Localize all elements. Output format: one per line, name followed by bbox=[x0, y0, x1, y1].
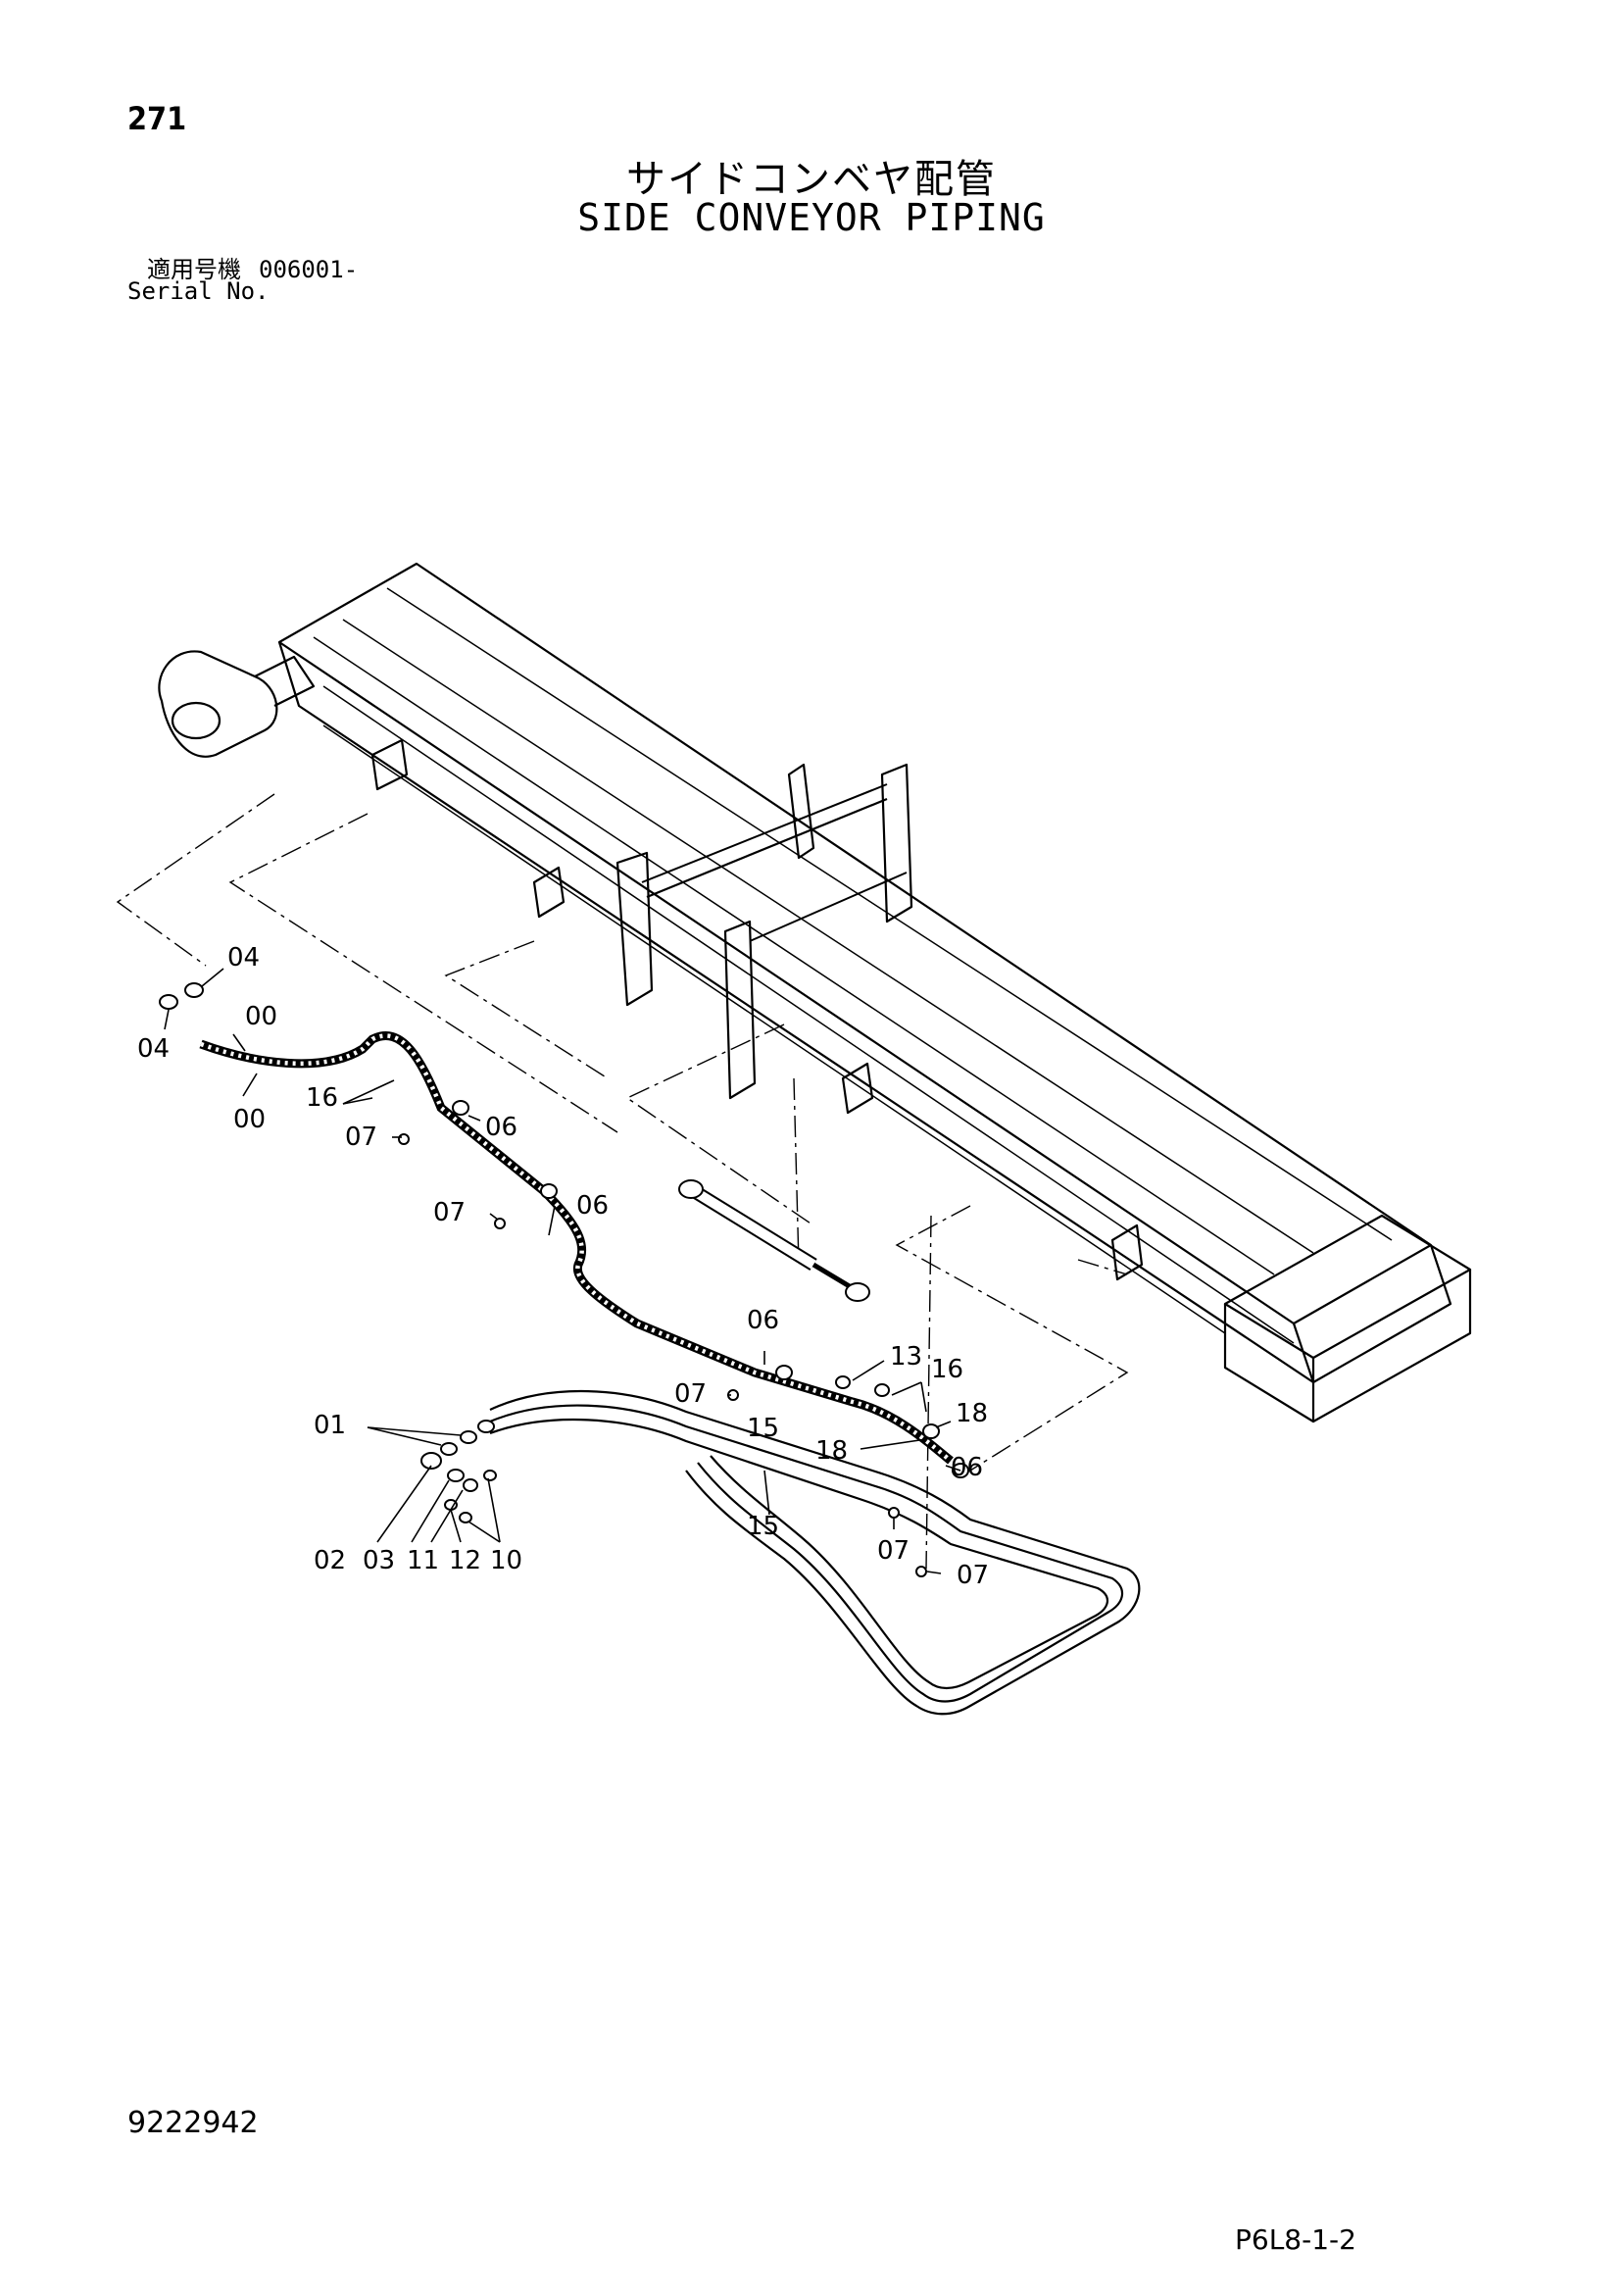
callout-06: 06 bbox=[951, 1453, 983, 1482]
callout-00: 00 bbox=[233, 1105, 266, 1134]
callout-11: 11 bbox=[407, 1546, 439, 1575]
callout-16: 16 bbox=[931, 1355, 963, 1384]
callout-07: 07 bbox=[877, 1536, 910, 1566]
callout-07: 07 bbox=[345, 1123, 377, 1152]
callout-16: 16 bbox=[306, 1083, 338, 1113]
callout-03: 03 bbox=[363, 1546, 395, 1575]
page-number: 271 bbox=[127, 100, 187, 137]
callout-18: 18 bbox=[815, 1436, 848, 1466]
callout-13: 13 bbox=[890, 1342, 922, 1372]
fittings bbox=[159, 982, 969, 1577]
callout-04: 04 bbox=[137, 1034, 170, 1064]
leader-lines bbox=[164, 968, 961, 1574]
callout-12: 12 bbox=[449, 1546, 481, 1575]
callout-06: 06 bbox=[485, 1113, 517, 1142]
serial-line-japanese: 適用号機 006001- bbox=[147, 250, 358, 284]
callout-06: 06 bbox=[747, 1306, 779, 1335]
title-japanese: サイドコンベヤ配管 bbox=[626, 157, 997, 202]
title-english: SIDE CONVEYOR PIPING bbox=[577, 196, 1046, 239]
serial-label-japanese: 適用号機 bbox=[147, 256, 241, 283]
callout-02: 02 bbox=[314, 1546, 346, 1575]
serial-label-english: Serial No. bbox=[127, 277, 270, 305]
page-code: P6L8-1-2 bbox=[1235, 2223, 1356, 2256]
callout-01: 01 bbox=[314, 1411, 346, 1440]
serial-value: 006001- bbox=[259, 256, 359, 283]
document-number: 9222942 bbox=[127, 2106, 259, 2140]
callout-10: 10 bbox=[490, 1546, 522, 1575]
callout-15: 15 bbox=[747, 1512, 779, 1541]
hose-assembly bbox=[199, 1031, 1141, 1716]
callout-07: 07 bbox=[433, 1198, 466, 1227]
callout-15: 15 bbox=[747, 1414, 779, 1443]
callout-04: 04 bbox=[227, 943, 260, 973]
callout-labels: 04 04 00 00 16 06 07 07 06 06 07 13 16 0… bbox=[137, 943, 989, 1590]
callout-06: 06 bbox=[576, 1191, 609, 1221]
callout-07: 07 bbox=[957, 1561, 989, 1590]
callout-18: 18 bbox=[956, 1399, 988, 1428]
callout-07: 07 bbox=[674, 1379, 707, 1409]
conveyor-frame bbox=[158, 562, 1472, 1423]
callout-00: 00 bbox=[245, 1002, 277, 1031]
phantom-lines bbox=[116, 793, 1129, 1570]
